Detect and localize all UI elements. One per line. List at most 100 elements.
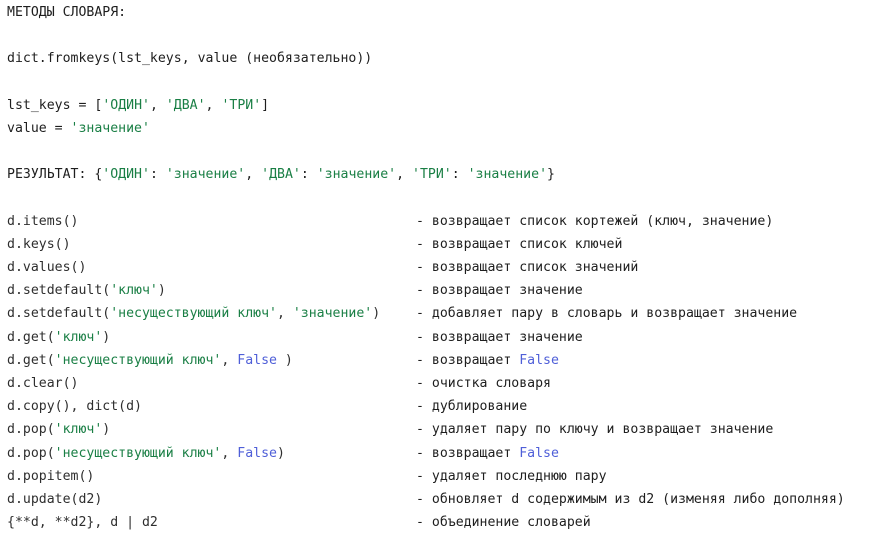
description-text: добавляет пару в словарь и возвращает зн…: [431, 306, 798, 322]
code-token: d.get(: [7, 352, 55, 368]
method-description: - возвращает список значений: [416, 256, 638, 279]
method-description: - очистка словаря: [416, 372, 551, 395]
code-token: keys: [22, 236, 55, 252]
description-text: возвращает: [431, 352, 520, 368]
method-description: - добавляет пару в словарь и возвращает …: [416, 302, 797, 325]
method-code: d.values(): [7, 256, 416, 279]
code-token: 'несуществующий ключ': [54, 352, 222, 368]
code-token: d.: [7, 236, 23, 252]
method-description: - возвращает значение: [416, 279, 583, 302]
method-code: d.update(d2): [7, 488, 416, 511]
result-key-three: 'ТРИ': [412, 167, 452, 183]
description-text: False: [519, 445, 559, 461]
method-description: - возвращает False: [416, 442, 559, 465]
code-token: d.get(: [7, 329, 55, 345]
code-token: False: [237, 445, 277, 461]
result-value-three: 'значение': [467, 167, 548, 183]
dash-separator: -: [416, 306, 432, 322]
method-row: d.values()- возвращает список значений: [7, 256, 876, 279]
code-token: ,: [276, 306, 293, 322]
description-text: удаляет последнюю пару: [431, 468, 607, 484]
method-description: - обновляет d содержимым из d2 (изменяя …: [416, 488, 845, 511]
value-var: value: [7, 120, 47, 136]
description-text: очистка словаря: [431, 376, 551, 391]
code-token: ): [372, 306, 381, 322]
dash-separator: -: [416, 515, 432, 531]
result-value-one: 'значение': [165, 167, 246, 183]
list-open: [: [94, 97, 103, 113]
key-one: 'ОДИН': [102, 97, 150, 113]
description-text: дублирование: [431, 399, 528, 415]
method-row: d.get('ключ') - возвращает значение: [7, 326, 876, 349]
blank-line: [7, 24, 876, 47]
fromkeys-signature: dict.fromkeys(lst_keys, value (необязате…: [7, 47, 876, 70]
code-token: (): [54, 236, 71, 252]
code-token: ): [102, 329, 111, 345]
method-row: d.update(d2) - обновляет d содержимым из …: [7, 488, 876, 511]
code-token: 'несуществующий ключ': [110, 306, 277, 322]
result-value-two: 'значение': [316, 167, 397, 183]
header-title: МЕТОДЫ СЛОВАРЯ:: [7, 5, 127, 20]
blank-line: [7, 187, 876, 210]
description-text: возвращает список значений: [431, 260, 639, 276]
code-token: d.pop(: [7, 445, 55, 461]
method-description: - удаляет пару по ключу и возвращает зна…: [416, 418, 773, 441]
code-token: d.clear(): [7, 376, 79, 391]
method-row: d.keys() - возвращает список ключей: [7, 233, 876, 256]
code-token: 'ключ': [54, 422, 103, 438]
code-token: d.pop(: [7, 422, 55, 438]
dash-separator: -: [416, 422, 432, 438]
code-token: d.: [7, 260, 23, 276]
description-text: объединение словарей: [431, 515, 591, 531]
code-token: d.popitem(): [7, 468, 95, 484]
fromkeys-prefix: dict.: [7, 51, 47, 67]
code-token: d.copy(), dict(d): [7, 399, 142, 415]
method-code: {**d, **d2}, d | d2: [7, 511, 416, 534]
code-token: d.update(d2): [7, 491, 103, 507]
code-token: d.setdefault(: [7, 283, 111, 299]
method-code: d.copy(), dict(d): [7, 395, 416, 418]
code-token: items: [22, 213, 63, 229]
dash-separator: -: [416, 352, 432, 368]
code-token: ): [157, 283, 166, 299]
code-token: d.: [7, 213, 23, 229]
method-row: d.items()- возвращает список кортежей (к…: [7, 210, 876, 233]
methods-table: d.items()- возвращает список кортежей (к…: [7, 210, 876, 535]
description-text: удаляет пару по ключу и возвращает значе…: [431, 422, 774, 438]
dash-separator: -: [416, 445, 432, 461]
method-row: d.setdefault('ключ')- возвращает значени…: [7, 279, 876, 302]
code-token: 'ключ': [54, 329, 103, 345]
method-description: - удаляет последнюю пару: [416, 465, 607, 488]
description-text: возвращает значение: [431, 329, 583, 345]
code-token: False: [237, 352, 277, 368]
method-description: - возвращает список ключей: [416, 233, 622, 256]
code-token: ): [276, 445, 285, 461]
dash-separator: -: [416, 468, 432, 484]
keys-var: lst_keys: [7, 97, 71, 113]
method-description: - возвращает список кортежей (ключ, знач…: [416, 210, 773, 233]
code-token: ): [102, 422, 111, 438]
code-token: d.setdefault(: [7, 306, 111, 322]
dash-separator: -: [416, 329, 432, 345]
assign-op: =: [46, 120, 71, 136]
result-line: РЕЗУЛЬТАТ: {'ОДИН': 'значение', 'ДВА': '…: [7, 167, 555, 183]
method-description: - возвращает False: [416, 349, 559, 372]
blank-line: [7, 140, 876, 163]
result-key-one: 'ОДИН': [102, 167, 150, 183]
method-row: d.popitem() - удаляет последнюю пару: [7, 465, 876, 488]
description-text: возвращает: [431, 445, 520, 461]
description-text: False: [519, 352, 559, 368]
method-row: {**d, **d2}, d | d2- объединение словаре…: [7, 511, 876, 534]
dash-separator: -: [416, 399, 432, 415]
description-text: возвращает значение: [431, 283, 583, 299]
blank-line: [7, 71, 876, 94]
dash-separator: -: [416, 491, 432, 507]
method-row: d.pop('ключ') - удаляет пару по ключу и в…: [7, 418, 876, 441]
code-token: values: [22, 260, 71, 276]
method-row: d.setdefault('несуществующий ключ', 'зна…: [7, 302, 876, 325]
description-text: возвращает список кортежей (ключ, значен…: [431, 213, 774, 229]
method-description: - дублирование: [416, 395, 527, 418]
method-code: d.items(): [7, 210, 416, 233]
code-token: ,: [221, 352, 238, 368]
